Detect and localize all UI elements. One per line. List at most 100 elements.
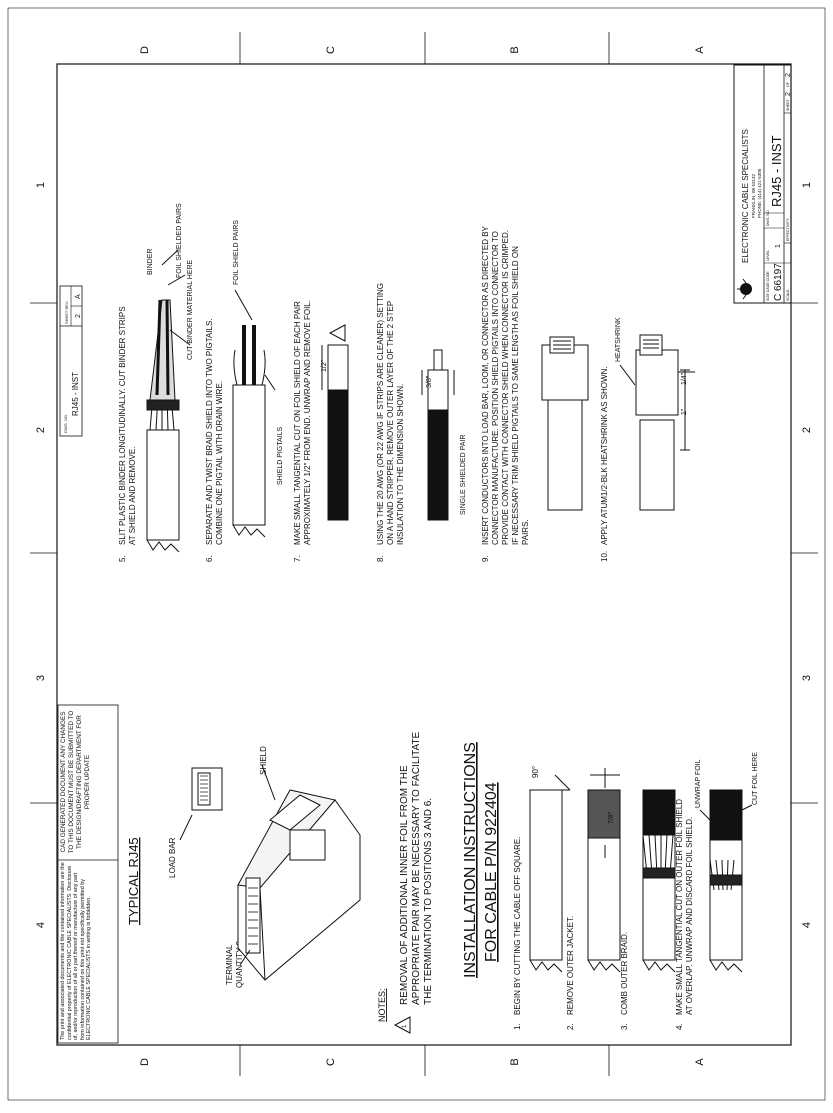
step-3-number: 3. xyxy=(620,1023,629,1030)
step-5-cable-drawing: BINDER FOIL SHIELDED PAIRS CUT BINDER MA… xyxy=(146,203,194,553)
dwg-no-value: RJ45 - INST xyxy=(769,135,784,207)
dim-38-label: 3/8" xyxy=(426,375,433,388)
notes-line-2: APPROPRIATE PAIR MAY BE NECESSARY TO FAC… xyxy=(411,731,422,1005)
step-1-number: 1. xyxy=(513,1023,522,1030)
zone-letter-bottom-c: C xyxy=(325,1058,337,1066)
zone-letter-top-b: B xyxy=(509,46,521,53)
zone-number-left-3: 3 xyxy=(35,675,47,681)
foil-shielded-pairs-label: FOIL SHIELDED PAIRS xyxy=(176,203,183,278)
step-6-number: 6. xyxy=(205,555,214,562)
cut-foil-here-label: CUT FOIL HERE xyxy=(752,752,759,805)
notes-label: NOTES: xyxy=(377,988,387,1022)
step-6-text-2: COMBINE ONE PIGTAIL WITH DRAIN WIRE. xyxy=(215,381,224,545)
step-7-cable-drawing: 1/2" SINGLE SHIELDED PAIR xyxy=(321,324,349,521)
terminal-label: TERMINAL xyxy=(225,944,234,985)
zone-letter-top-a: A xyxy=(694,46,706,54)
company-city: FRANKLIN, WI 53132 xyxy=(751,173,756,218)
zone-number-right-4: 4 xyxy=(801,922,813,928)
step-9-connector-drawing xyxy=(541,336,589,511)
zone-ticks xyxy=(30,32,818,1076)
step-7: 7. MAKE SMALL TANGENTIAL CUT ON FOIL SHI… xyxy=(293,300,312,562)
size-cage-value: C 66197 xyxy=(773,263,784,301)
step-3-text: COMB OUTER BRAID. xyxy=(620,932,629,1015)
top-rev-value: A xyxy=(75,294,82,299)
step-2-text: REMOVE OUTER JACKET. xyxy=(566,916,575,1015)
shield-pigtails-label: SHIELD PIGTAILS xyxy=(277,426,284,485)
step-9-text-5: PAIRS. xyxy=(521,519,530,545)
step-10-number: 10. xyxy=(600,551,609,562)
notes-flag-number: 1 xyxy=(402,1024,408,1028)
step-2-cable-drawing: 7/8" xyxy=(587,768,621,973)
load-bar-label: LOAD BAR xyxy=(168,837,177,878)
step-3-cable-drawing xyxy=(642,789,676,973)
zone-number-left-4: 4 xyxy=(35,922,47,928)
step-4: 4. MAKE SMALL TANGENTIAL CUT ON OUTER FO… xyxy=(675,799,694,1030)
step-6: 6. SEPARATE AND TWIST BRAID SHIELD INTO … xyxy=(205,318,224,562)
heatshrink-label: HEATSHRINK xyxy=(615,317,622,362)
step-4-cable-drawing: UNWRAP FOIL CUT FOIL HERE xyxy=(695,752,759,973)
top-dwg-block: DWG. NO. RJ45 - INST SHEET REV. 2 A xyxy=(59,285,83,437)
dim-half-label: 1/2" xyxy=(321,359,328,372)
step-8-cable-drawing: 3/8" SINGLE SHIELDED PAIR xyxy=(421,349,467,521)
step-9-number: 9. xyxy=(481,555,490,562)
effectivity-label: EFFECTIVITY: xyxy=(786,218,790,241)
zone-letter-top-c: C xyxy=(325,46,337,54)
company-logo-icon xyxy=(737,278,752,300)
step-9-text-3: PROVIDE CONTACT WITH CONNECTOR SHIELD WH… xyxy=(501,230,510,545)
outer-border xyxy=(7,7,826,1101)
step-7-number: 7. xyxy=(293,555,302,562)
dim-14-label: 1/4" xyxy=(681,372,688,385)
notes-line-1: REMOVAL OF ADDITIONAL INNER FOIL FROM TH… xyxy=(399,765,410,1005)
step-9-text-4: IF NECESSARY TRIM SHIELD PIGTAILS TO SAM… xyxy=(511,246,520,545)
step-8: 8. USING THE 20 AWG (OR 22 AWG IF STRIPS… xyxy=(376,283,405,562)
unwrap-foil-label: UNWRAP FOIL xyxy=(695,759,702,808)
step-10-text: APPLY ATUM1/2-BLK HEATSHRINK AS SHOWN. xyxy=(600,366,609,545)
step-5-text-2: AT SHIELD AND REMOVE. xyxy=(128,447,137,545)
heading-line-1: INSTALLATION INSTRUCTIONS xyxy=(462,742,479,978)
dim-78-label: 7/8" xyxy=(608,811,615,824)
zone-letter-bottom-b: B xyxy=(509,1058,521,1065)
zone-number-right-2: 2 xyxy=(801,427,813,433)
of-value: 2 xyxy=(785,73,792,77)
step-6-cable-drawing: FOIL SHIELD PAIRS SHIELD PIGTAILS xyxy=(232,220,284,538)
step-8-text-1: USING THE 20 AWG (OR 22 AWG IF STRIPS AR… xyxy=(376,283,385,545)
step-10: 10. APPLY ATUM1/2-BLK HEATSHRINK AS SHOW… xyxy=(600,366,609,562)
cad-notice: CAD GENERATED DOCUMENT ANY CHANGES TO TH… xyxy=(60,710,91,854)
step-4-text-2: AT OVERLAP. UNWRAP AND DISCARD FOIL SHIE… xyxy=(685,817,694,1015)
top-dwg-label: DWG. NO. xyxy=(63,414,68,433)
single-shielded-pair-label: SINGLE SHIELDED PAIR xyxy=(337,435,344,515)
scale-label: SCALE: xyxy=(786,289,790,301)
step-1: 1. BEGIN BY CUTTING THE CABLE OFF SQUARE… xyxy=(513,837,522,1030)
notes-flag-icon: 1 xyxy=(393,1016,411,1034)
zone-letter-top-d: D xyxy=(139,46,151,54)
zone-number-left-1: 1 xyxy=(35,182,47,188)
zone-number-right-3: 3 xyxy=(801,675,813,681)
step-3: 3. COMB OUTER BRAID. xyxy=(620,932,629,1030)
step-9-text-2: CONNECTOR MANUFACTURE. POSITION SHIELD P… xyxy=(491,231,500,545)
shield-label: SHIELD xyxy=(259,746,268,775)
step-10-heatshrink-drawing: HEATSHRINK 1" 1/4" xyxy=(615,317,695,511)
dwg-no-label: DWG. NO. xyxy=(766,209,770,226)
company-phone: PHONE: (414) 421-5300 xyxy=(757,168,762,218)
sheet-label: SHEET xyxy=(786,98,790,111)
step-7-text-1: MAKE SMALL TANGENTIAL CUT ON FOIL SHIELD… xyxy=(293,301,302,545)
step-5: 5. SLIT PLASTIC BINDER LONGITUDINALLY. C… xyxy=(118,306,137,562)
terminal-qty-label: QUANTITY 8 xyxy=(235,940,244,988)
step-5-text-1: SLIT PLASTIC BINDER LONGITUDINALLY. CUT … xyxy=(118,306,127,545)
proprietary-notice: The print and associated documents and t… xyxy=(60,862,93,1040)
foil-shield-pairs-label: FOIL SHIELD PAIRS xyxy=(233,220,240,285)
zone-letter-bottom-d: D xyxy=(139,1058,151,1066)
step-4-number: 4. xyxy=(675,1023,684,1030)
step-8-number: 8. xyxy=(376,555,385,562)
step-2: 2. REMOVE OUTER JACKET. xyxy=(566,916,575,1030)
zone-number-right-1: 1 xyxy=(801,182,813,188)
rj45-connector-drawing xyxy=(179,764,361,981)
single-shielded-pair-2-label: SINGLE SHIELDED PAIR xyxy=(460,435,467,515)
step-4-text-1: MAKE SMALL TANGENTIAL CUT ON OUTER FOIL … xyxy=(675,799,684,1015)
step-5-number: 5. xyxy=(118,555,127,562)
of-label: OF xyxy=(786,82,790,87)
notice-block: The print and associated documents and t… xyxy=(57,704,119,1044)
angle-label: 90° xyxy=(531,766,540,778)
top-dwg-value: RJ45 - INST xyxy=(71,372,80,416)
